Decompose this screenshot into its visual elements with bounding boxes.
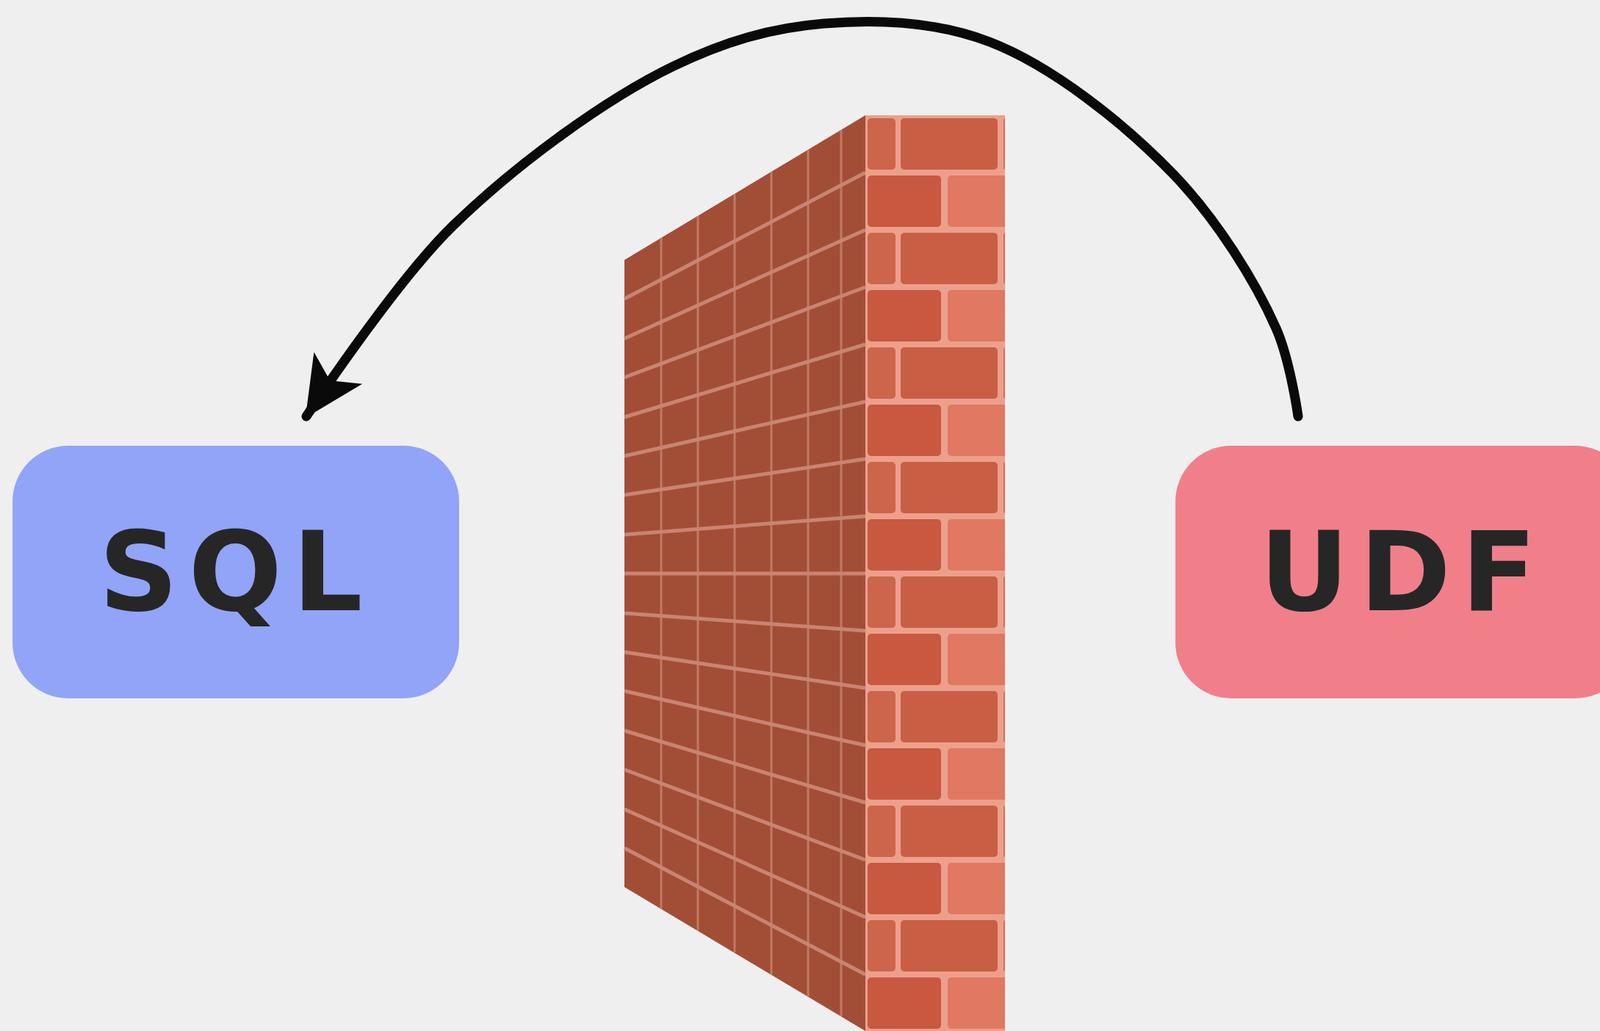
- label-box: UDF: [1175, 445, 1600, 699]
- wall-front-face: [865, 115, 1005, 1031]
- curved-arrow: [306, 21, 1299, 417]
- box-label: SQL: [98, 517, 373, 628]
- wall-side-face: [624, 115, 866, 1031]
- box-label: UDF: [1259, 517, 1548, 628]
- label-box: SQL: [12, 445, 460, 699]
